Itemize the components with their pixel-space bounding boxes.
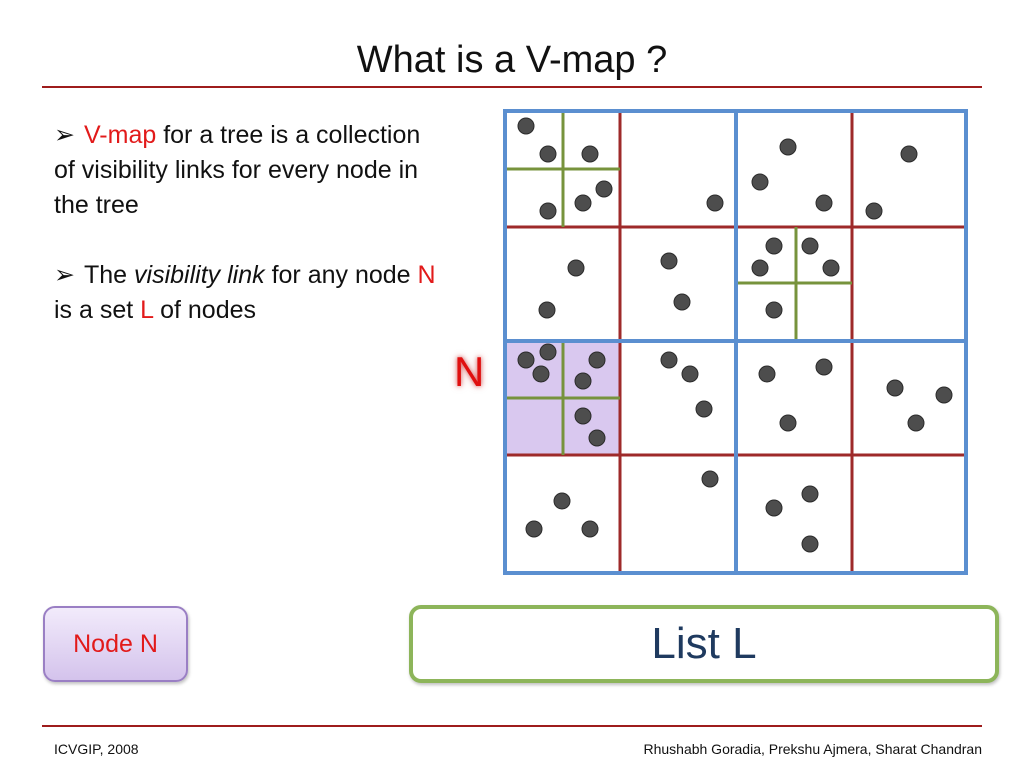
point-marker [758,365,776,383]
point-marker [695,400,713,418]
bullet-item: ➢ The visibility link for any node N is a… [54,258,444,328]
arrowhead-bullet-icon: ➢ [54,121,75,149]
point-marker [907,414,925,432]
point-marker [865,202,883,220]
point-marker [660,252,678,270]
arrowhead-bullet-icon: ➢ [54,261,75,289]
bullet-text: for any node [264,261,418,289]
bullet-text: The [84,261,135,289]
point-marker [751,173,769,191]
point-marker [765,499,783,517]
point-marker [886,379,904,397]
node-n-box: Node N [43,606,188,682]
bullet-text: of nodes [153,296,256,324]
point-marker [539,145,557,163]
title-divider [42,86,982,88]
point-marker [588,351,606,369]
point-marker [900,145,918,163]
point-marker [673,293,691,311]
point-marker [574,407,592,425]
point-marker [815,358,833,376]
point-marker [779,138,797,156]
point-marker [765,237,783,255]
point-marker [581,145,599,163]
point-marker [935,386,953,404]
list-l-box: List L [409,605,999,683]
point-marker [822,259,840,277]
point-marker [751,259,769,277]
point-marker [532,365,550,383]
level3-grid [507,113,852,455]
slide-title: What is a V-map ? [356,39,668,81]
point-marker [595,180,613,198]
bullet-list: ➢ V-map for a tree is a collection of vis… [54,118,444,363]
point-marker [681,365,699,383]
bullet-text: N [417,261,436,289]
point-marker [574,372,592,390]
footer-authors: Rhushabh Goradia, Prekshu Ajmera, Sharat… [643,741,982,757]
point-marker [553,492,571,510]
point-marker [765,301,783,319]
level1-grid [503,109,968,575]
point-marker [801,485,819,503]
footer-divider [42,725,982,727]
point-marker [801,535,819,553]
point-marker [517,351,535,369]
point-marker [588,429,606,447]
bullet-text: V-map [84,121,157,149]
point-marker [581,520,599,538]
point-marker [701,470,719,488]
bullet-text: is a set [54,296,141,324]
point-marker [574,194,592,212]
bullet-text: L [140,296,154,324]
point-marker [779,414,797,432]
point-marker [517,117,535,135]
point-marker [801,237,819,255]
bullet-text: for a tree is a collection of visibility… [54,121,421,219]
point-marker [815,194,833,212]
point-marker [539,202,557,220]
point-marker [567,259,585,277]
point-marker [538,301,556,319]
bullet-text: visibility link [134,261,265,289]
point-marker [706,194,724,212]
point-marker [525,520,543,538]
point-marker [539,343,557,361]
node-n-label: N [454,348,485,395]
data-points [517,117,953,553]
footer-conference: ICVGIP, 2008 [54,741,139,757]
bullet-item: ➢ V-map for a tree is a collection of vis… [54,118,444,223]
point-marker [660,351,678,369]
